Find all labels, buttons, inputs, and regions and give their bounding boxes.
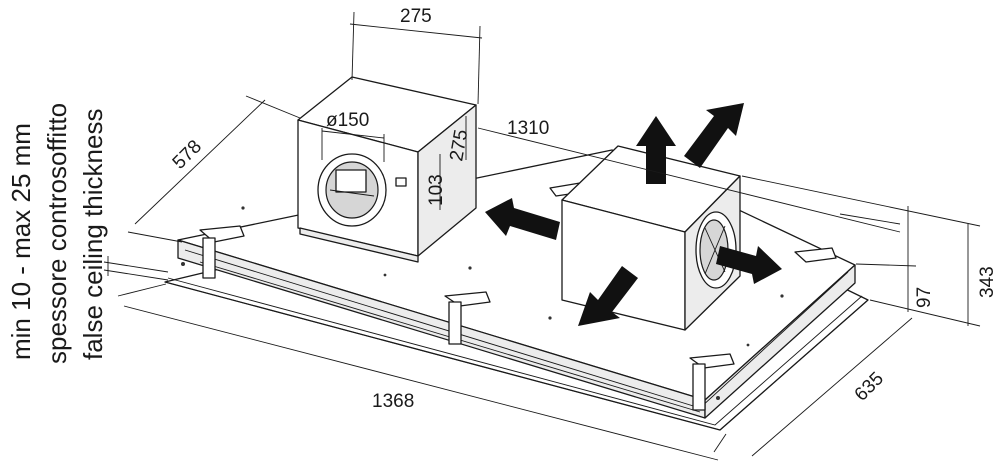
- base-frame: [164, 149, 869, 431]
- dim-panel-height: 97: [914, 287, 935, 308]
- dim-outlet-103: 103: [426, 174, 447, 206]
- dimension-lines: [103, 11, 981, 461]
- mounting-bracket-front: [444, 291, 491, 345]
- note-thickness-italian: spessore controsoffitto: [42, 103, 72, 364]
- arrow-right-icon: [716, 246, 782, 284]
- dim-overall-length: 1368: [372, 391, 414, 412]
- dim-diameter: ø150: [326, 110, 369, 131]
- note-thickness-english: false ceiling thickness: [78, 109, 108, 360]
- dim-length-1310: 1310: [507, 118, 549, 139]
- arrow-left-icon: [485, 198, 560, 240]
- mounting-bracket-right-front: [689, 353, 735, 411]
- dim-overall-height: 343: [977, 266, 998, 298]
- dim-overall-depth: 635: [851, 368, 888, 405]
- note-thickness-range: min 10 - max 25 mm: [6, 123, 36, 360]
- dim-depth-578: 578: [169, 136, 206, 173]
- arrow-up-icon: [636, 116, 676, 184]
- mounting-bracket-left: [199, 225, 245, 279]
- dim-box-width-top: 275: [400, 6, 432, 27]
- arrow-up-right-icon: [684, 103, 744, 168]
- arrow-down-left-icon: [578, 266, 638, 326]
- mounting-bracket-right-back: [794, 247, 837, 263]
- airflow-arrows: [485, 103, 782, 326]
- motor-box-left: [297, 76, 477, 263]
